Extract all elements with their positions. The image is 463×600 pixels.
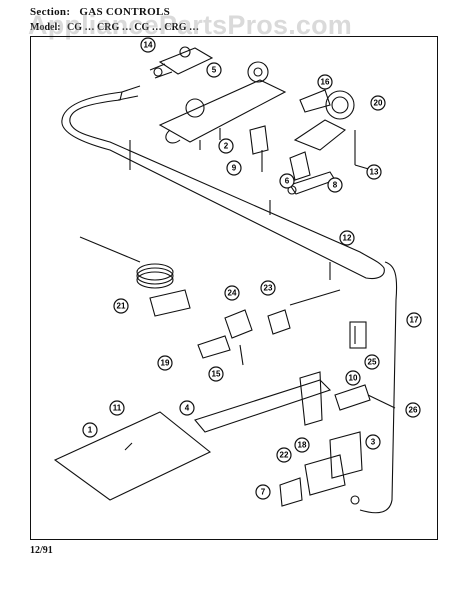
svg-text:17: 17 [410, 316, 419, 325]
manifold-pipe [61, 85, 385, 280]
model-label: Model: [30, 22, 61, 33]
svg-text:26: 26 [409, 406, 418, 415]
section-label: Section: [30, 6, 71, 18]
oven-valve-assembly [197, 289, 341, 366]
callout-13: 13 [366, 164, 382, 180]
callout-1: 1 [82, 422, 98, 438]
callout-3: 3 [365, 434, 381, 450]
svg-text:7: 7 [261, 488, 266, 497]
svg-text:2: 2 [224, 142, 229, 151]
callout-17: 17 [406, 312, 422, 328]
svg-text:1: 1 [88, 426, 93, 435]
callout-15: 15 [208, 366, 224, 382]
svg-text:11: 11 [113, 404, 122, 413]
igniter [349, 321, 367, 349]
callout-6: 6 [279, 173, 295, 189]
callout-24: 24 [224, 285, 240, 301]
svg-text:24: 24 [228, 289, 237, 298]
svg-text:14: 14 [144, 41, 153, 50]
svg-text:4: 4 [185, 404, 190, 413]
callout-14: 14 [140, 37, 156, 53]
callout-25: 25 [364, 354, 380, 370]
callout-11: 11 [109, 400, 125, 416]
callout-7: 7 [255, 484, 271, 500]
svg-text:10: 10 [349, 374, 358, 383]
lower-valve-bracket [279, 431, 363, 507]
svg-text:13: 13 [370, 168, 379, 177]
callout-18: 18 [294, 437, 310, 453]
callout-10: 10 [345, 370, 361, 386]
bracket-2 [249, 125, 269, 172]
svg-text:19: 19 [161, 359, 170, 368]
section-heading: Section: GAS CONTROLS [30, 6, 170, 18]
callout-12: 12 [339, 230, 355, 246]
svg-text:3: 3 [371, 438, 376, 447]
callout-16: 16 [317, 74, 333, 90]
callouts: 14 5 16 20 2 9 6 8 13 12 24 23 21 17 19 … [82, 37, 422, 500]
svg-text:8: 8 [333, 181, 338, 190]
svg-text:15: 15 [212, 370, 221, 379]
oven-burner-tube [194, 371, 332, 433]
svg-text:23: 23 [264, 284, 273, 293]
callout-23: 23 [260, 280, 276, 296]
svg-text:9: 9 [232, 164, 237, 173]
watermark: AppliancePartsPros.com [28, 10, 353, 40]
callout-9: 9 [226, 160, 242, 176]
svg-text:21: 21 [117, 302, 126, 311]
callout-20: 20 [370, 95, 386, 111]
baffle-plate [53, 411, 212, 501]
section-title: GAS CONTROLS [79, 6, 171, 18]
callout-19: 19 [157, 355, 173, 371]
callout-21: 21 [113, 298, 129, 314]
thermocouple-coil [79, 236, 191, 317]
model-numbers: CG … CRG … CG … CRG … [67, 22, 199, 33]
svg-text:6: 6 [285, 177, 290, 186]
svg-text:16: 16 [321, 78, 330, 87]
model-line: Model: CG … CRG … CG … CRG … [30, 22, 199, 33]
valve-14 [149, 46, 214, 79]
callout-22: 22 [276, 447, 292, 463]
svg-text:25: 25 [368, 358, 377, 367]
svg-text:22: 22 [280, 451, 289, 460]
date-code: 12/91 [30, 545, 53, 556]
supply-tube [359, 261, 398, 514]
callout-2: 2 [218, 138, 234, 154]
svg-text:5: 5 [212, 66, 217, 75]
diagram-frame [30, 36, 438, 540]
callout-8: 8 [327, 177, 343, 193]
svg-text:20: 20 [374, 99, 383, 108]
callout-4: 4 [179, 400, 195, 416]
svg-text:12: 12 [343, 234, 352, 243]
callout-26: 26 [405, 402, 421, 418]
callout-5: 5 [206, 62, 222, 78]
svg-text:18: 18 [298, 441, 307, 450]
pilot-10 [334, 384, 396, 411]
top-burner-valve-assembly [158, 61, 287, 150]
